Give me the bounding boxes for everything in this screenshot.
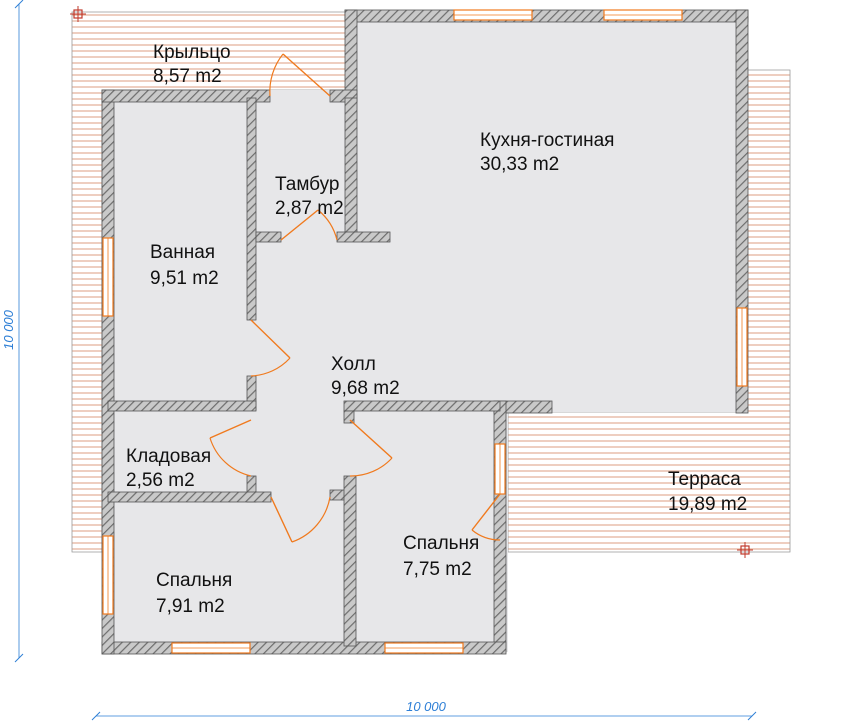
door-bathroom — [250, 319, 291, 377]
floor-fill — [102, 12, 747, 652]
corner-marker — [737, 542, 753, 558]
room-porch: Крыльцо 8,57 m2 — [153, 42, 231, 87]
room-area: 7,91 m2 — [156, 596, 225, 617]
room-kitchen-living: Кухня-гостиная 30,33 m2 — [480, 130, 614, 175]
room-bedroom-right: Спальня 7,75 m2 — [403, 533, 479, 580]
door-bedroom-right — [349, 419, 393, 477]
door-bedroom-left — [270, 496, 331, 543]
dimension-width-label: 10 000 — [406, 699, 447, 714]
dimension-width: 10 000 — [91, 699, 757, 721]
door-pantry — [209, 419, 252, 477]
wall-segment — [246, 97, 257, 321]
corner-marker — [70, 6, 86, 22]
room-area: 9,51 m2 — [150, 268, 219, 289]
dimension-lines: 10 000 10 000 — [1, 0, 757, 721]
room-bedroom-left: Спальня 7,91 m2 — [156, 570, 232, 617]
room-pantry: Кладовая 2,56 m2 — [126, 446, 211, 491]
room-area: 9,68 m2 — [331, 378, 400, 399]
room-name: Кладовая — [126, 446, 211, 467]
wall-segment — [344, 9, 358, 103]
room-name: Ванная — [150, 242, 215, 263]
wall-segment — [101, 89, 271, 103]
windows — [102, 9, 748, 654]
wall-segment — [343, 400, 501, 412]
door-tambour-hall — [280, 209, 338, 241]
room-name: Крыльцо — [153, 42, 231, 63]
dimension-height-label: 10 000 — [1, 309, 16, 350]
wall-segment — [107, 400, 257, 412]
room-name: Терраса — [668, 469, 741, 490]
wall-segment — [336, 231, 391, 243]
room-name: Спальня — [403, 533, 479, 554]
room-terrace: Терраса 19,89 m2 — [668, 469, 747, 515]
room-hall: Холл 9,68 m2 — [331, 354, 400, 399]
wall-segment — [107, 491, 272, 503]
wall-segment — [344, 97, 358, 237]
room-name: Холл — [331, 354, 376, 375]
room-bathroom: Ванная 9,51 m2 — [150, 242, 219, 289]
room-tambour: Тамбур 2,87 m2 — [275, 174, 344, 219]
room-name: Тамбур — [275, 174, 340, 195]
door-terrace — [471, 493, 501, 541]
room-area: 7,75 m2 — [403, 559, 472, 580]
wall-segment — [255, 231, 282, 243]
door-entrance — [269, 53, 331, 97]
room-area: 2,87 m2 — [275, 198, 344, 219]
wall-segment — [344, 9, 749, 23]
room-labels: Крыльцо 8,57 m2 Кухня-гостиная 30,33 m2 … — [126, 42, 747, 617]
wall-segment — [343, 410, 355, 424]
wall-segment — [493, 400, 507, 653]
room-area: 30,33 m2 — [480, 154, 559, 175]
room-name: Спальня — [156, 570, 232, 591]
room-name: Кухня-гостиная — [480, 130, 614, 151]
wall-segment — [343, 475, 357, 647]
room-area: 2,56 m2 — [126, 470, 195, 491]
wall-segment — [329, 489, 346, 501]
dimension-height: 10 000 — [1, 0, 24, 663]
doors — [209, 53, 501, 543]
house-floor — [102, 12, 747, 652]
corner-markers — [70, 6, 753, 558]
room-area: 19,89 m2 — [668, 494, 747, 515]
room-area: 8,57 m2 — [153, 66, 222, 87]
